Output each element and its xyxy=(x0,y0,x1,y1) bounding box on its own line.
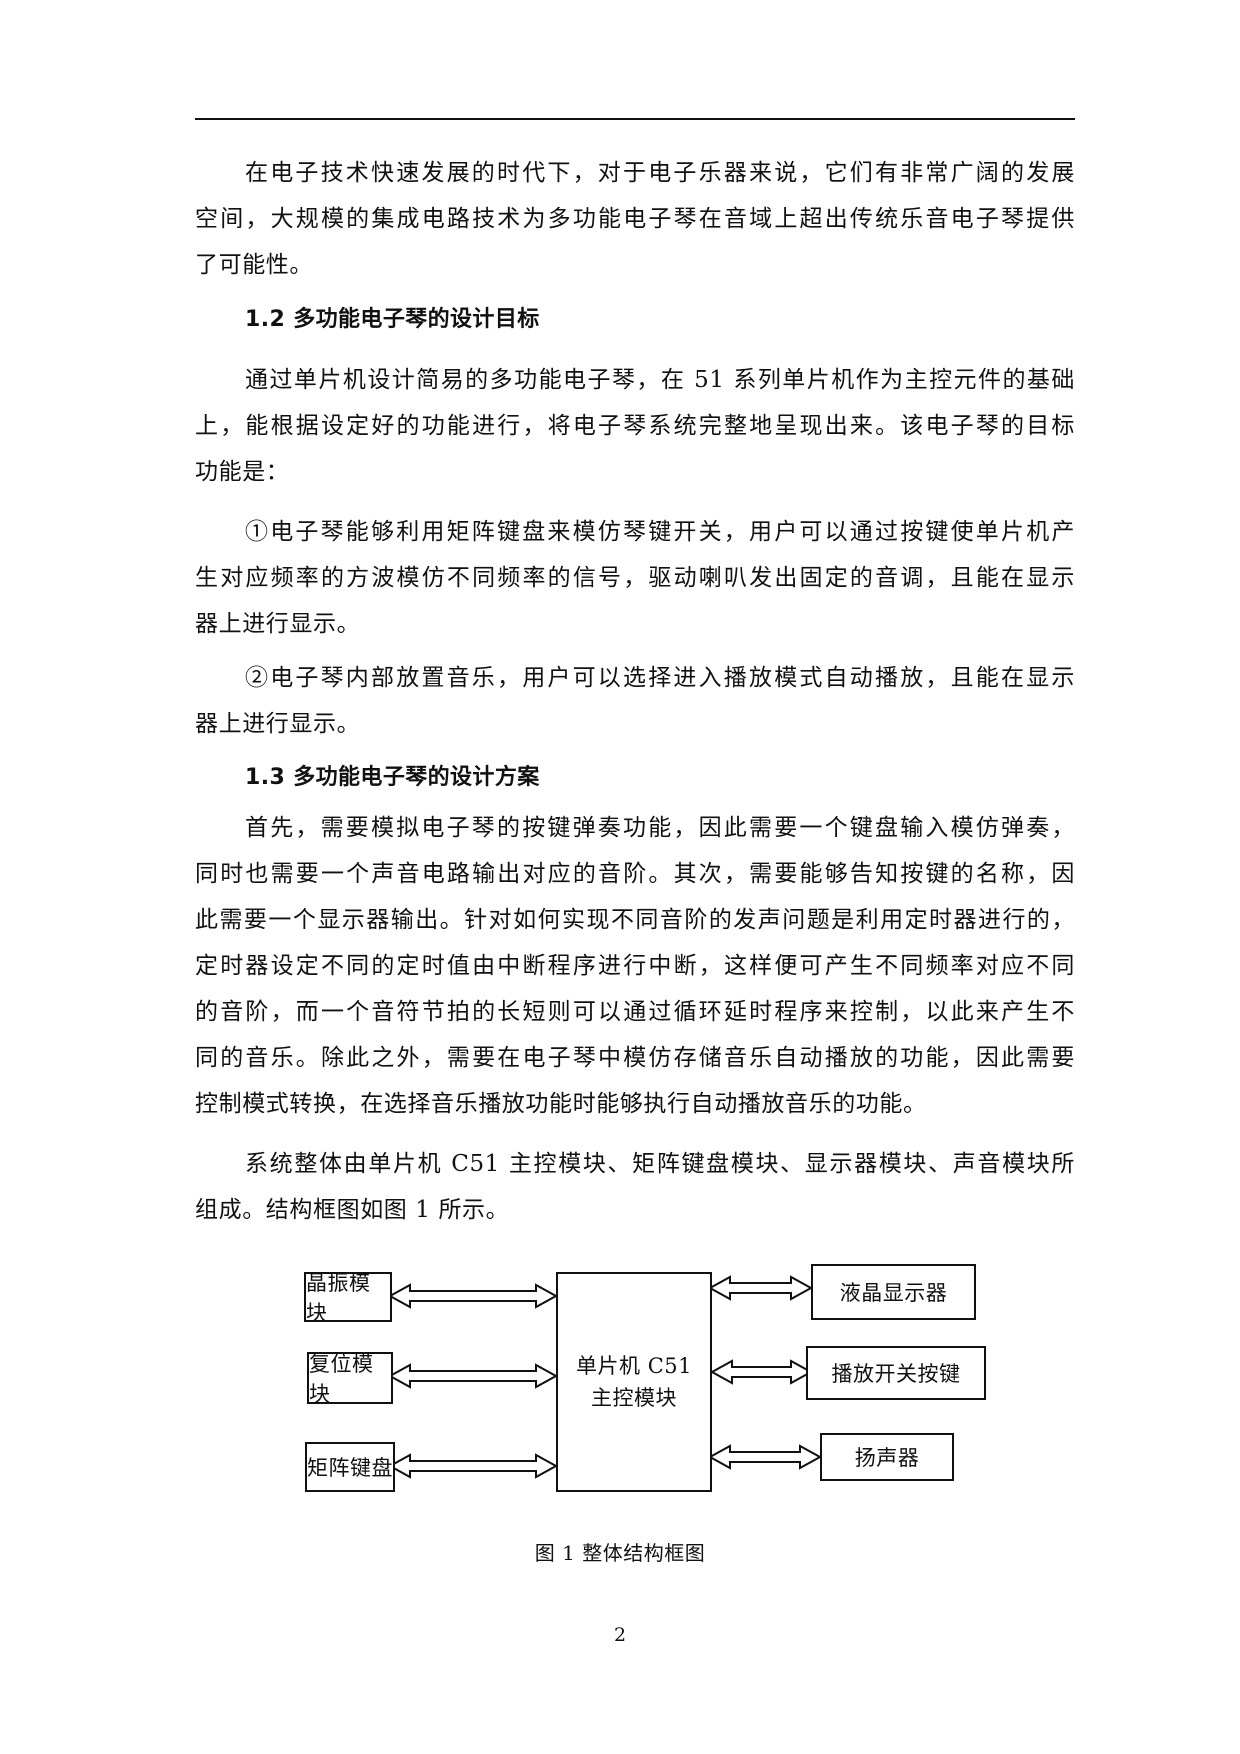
paragraph-line: 定时器设定不同的定时值由中断程序进行中断，这样便可产生不同频率对应不同 xyxy=(195,953,1075,979)
paragraph-line: 控制模式转换，在选择音乐播放功能时能够执行自动播放音乐的功能。 xyxy=(195,1091,927,1117)
mcu-label-line2: 主控模块 xyxy=(591,1386,677,1410)
paragraph-line: 上，能根据设定好的功能进行，将电子琴系统完整地呈现出来。该电子琴的目标 xyxy=(195,413,1075,439)
paragraph-line: 系统整体由单片机 C51 主控模块、矩阵键盘模块、显示器模块、声音模块所 xyxy=(245,1151,1075,1177)
section-heading-1-3: 1.3 多功能电子琴的设计方案 xyxy=(245,765,540,790)
arrow-keypad-to-mcu xyxy=(387,1453,559,1479)
block-matrix-keypad: 矩阵键盘 xyxy=(305,1442,395,1492)
paragraph-line: 了可能性。 xyxy=(195,252,313,278)
paragraph-line: 通过单片机设计简易的多功能电子琴，在 51 系列单片机作为主控元件的基础 xyxy=(245,367,1075,393)
paragraph-line: 功能是： xyxy=(195,459,290,485)
arrow-mcu-to-play-switch xyxy=(709,1359,814,1385)
paragraph-line: 的音阶，而一个音符节拍的长短则可以通过循环延时程序来控制，以此来产生不 xyxy=(195,999,1075,1025)
block-label: 液晶显示器 xyxy=(839,1281,948,1305)
block-crystal-oscillator: 晶振模块 xyxy=(304,1271,392,1325)
paragraph-line: 此需要一个显示器输出。针对如何实现不同音阶的发声问题是利用定时器进行的， xyxy=(195,907,1075,933)
section-heading-1-2: 1.2 多功能电子琴的设计目标 xyxy=(245,307,540,332)
paragraph-line: 同的音乐。除此之外，需要在电子琴中模仿存储音乐自动播放的功能，因此需要 xyxy=(195,1045,1075,1071)
block-label: 晶振模块 xyxy=(306,1271,371,1325)
paragraph-line: 组成。结构框图如图 1 所示。 xyxy=(195,1197,510,1223)
mcu-label-line1: 单片机 C51 xyxy=(576,1354,692,1378)
block-label: 扬声器 xyxy=(854,1446,920,1470)
list-item-line: 器上进行显示。 xyxy=(195,611,361,637)
block-play-switch-button: 播放开关按键 xyxy=(806,1346,986,1400)
paragraph-line: 在电子技术快速发展的时代下，对于电子乐器来说，它们有非常广阔的发展 xyxy=(245,160,1075,186)
arrow-mcu-to-speaker xyxy=(707,1444,823,1470)
paragraph-line: 空间，大规模的集成电路技术为多功能电子琴在音域上超出传统乐音电子琴提供 xyxy=(195,206,1075,232)
block-label: 矩阵键盘 xyxy=(307,1456,393,1480)
list-item-line: 器上进行显示。 xyxy=(195,711,361,737)
block-reset: 复位模块 xyxy=(307,1352,393,1406)
paragraph-line: 首先，需要模拟电子琴的按键弹奏功能，因此需要一个键盘输入模仿弹奏， xyxy=(245,815,1075,841)
paragraph-line: 同时也需要一个声音电路输出对应的音阶。其次，需要能够告知按键的名称，因 xyxy=(195,861,1075,887)
header-rule xyxy=(195,118,1075,120)
figure-caption: 图 1 整体结构框图 xyxy=(534,1541,706,1565)
block-speaker: 扬声器 xyxy=(820,1433,954,1481)
list-item-line: ①电子琴能够利用矩阵键盘来模仿琴键开关，用户可以通过按键使单片机产 xyxy=(245,519,1075,545)
list-item-line: ②电子琴内部放置音乐，用户可以选择进入播放模式自动播放，且能在显示 xyxy=(245,665,1075,691)
page-number: 2 xyxy=(613,1624,627,1646)
arrow-crystal-to-mcu xyxy=(387,1283,559,1309)
list-item-line: 生对应频率的方波模仿不同频率的信号，驱动喇叭发出固定的音调，且能在显示 xyxy=(195,565,1075,591)
block-mcu-c51: 单片机 C51 主控模块 xyxy=(556,1272,712,1492)
block-lcd-display: 液晶显示器 xyxy=(811,1264,976,1320)
block-label: 播放开关按键 xyxy=(831,1362,961,1386)
arrow-reset-to-mcu xyxy=(387,1363,559,1389)
arrow-mcu-to-lcd xyxy=(707,1275,814,1301)
block-label: 复位模块 xyxy=(309,1352,374,1406)
